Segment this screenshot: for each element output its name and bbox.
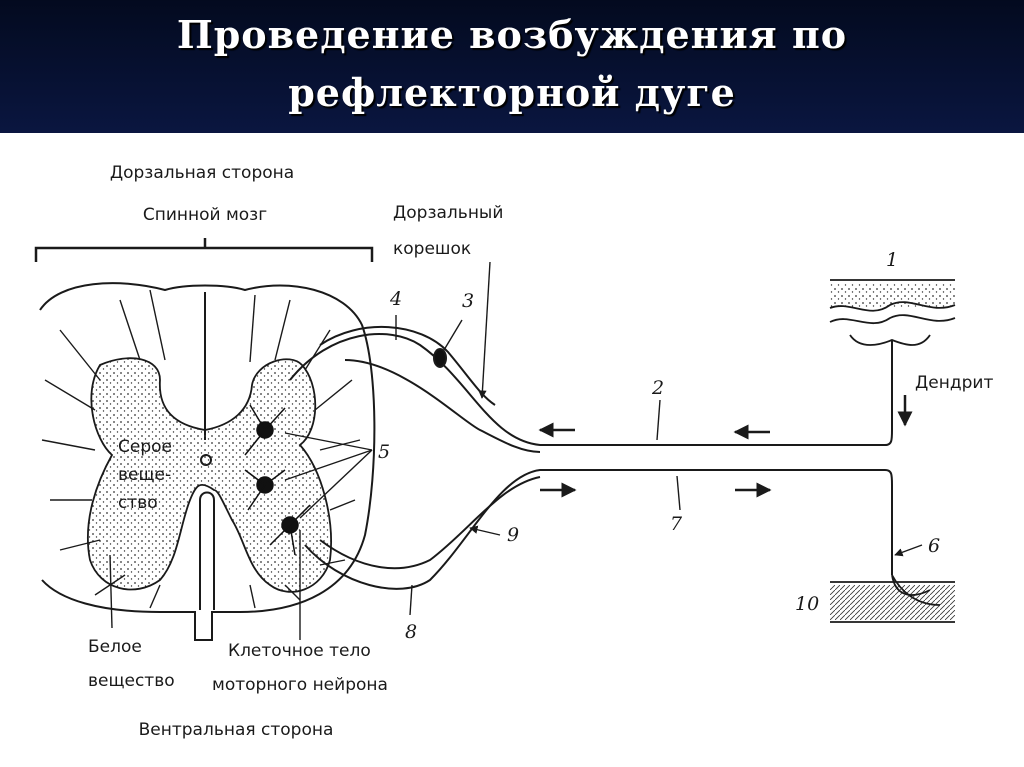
title-bar: Проведение возбуждения по рефлекторной д… [0,0,1024,133]
ganglion-cell [433,348,447,368]
number-3: 3 [462,290,474,312]
number-9: 9 [507,524,519,546]
label-gray-1: Серое [118,437,172,457]
muscle-effector [830,574,955,623]
label-ventral-side: Вентральная сторона [139,720,334,740]
number-5: 5 [378,441,390,463]
spinal-cord-brace [34,238,374,262]
label-dorsal-root-1: Дорзальный [393,203,503,223]
white-matter-lines [41,289,361,609]
skin-receptor [829,279,956,346]
efferent-fibre-outer [304,469,893,590]
label-spinal-cord: Спинной мозг [143,205,267,225]
label-motor-2: моторного нейрона [212,675,388,695]
reflex-arc-diagram: Дорзальная сторона Спинной мозг Дорзальн… [34,163,993,740]
neuron-bodies [244,404,311,556]
spinal-cord-outline [39,282,376,641]
label-dorsal-side: Дорзальная сторона [110,163,294,183]
label-gray-2: веще- [118,465,171,485]
label-white-2: вещество [88,671,175,691]
number-10: 10 [795,593,819,615]
label-motor-1: Клеточное тело [228,641,371,661]
leader-lines [109,261,923,640]
title-line-2: рефлекторной дуге [288,70,736,115]
slide-title: Проведение возбуждения по рефлекторной д… [0,6,1024,122]
gray-matter [86,357,332,593]
number-1: 1 [886,249,898,271]
label-dendrite: Дендрит [915,373,993,393]
afferent-fibre-outer [289,333,893,446]
label-white-1: Белое [88,637,142,657]
efferent-fibre-inner [319,476,541,570]
label-dorsal-root-2: корешок [393,239,471,259]
number-4: 4 [389,288,402,310]
spinal-cord-section [39,282,376,641]
label-gray-3: ство [118,493,158,513]
ventral-fissure [199,491,215,610]
direction-arrows [538,395,913,498]
afferent-fibre-inner [344,359,541,453]
number-2: 2 [651,377,664,399]
title-line-1: Проведение возбуждения по [176,12,848,57]
number-6: 6 [928,535,940,557]
number-8: 8 [405,621,417,643]
number-7: 7 [670,513,683,535]
